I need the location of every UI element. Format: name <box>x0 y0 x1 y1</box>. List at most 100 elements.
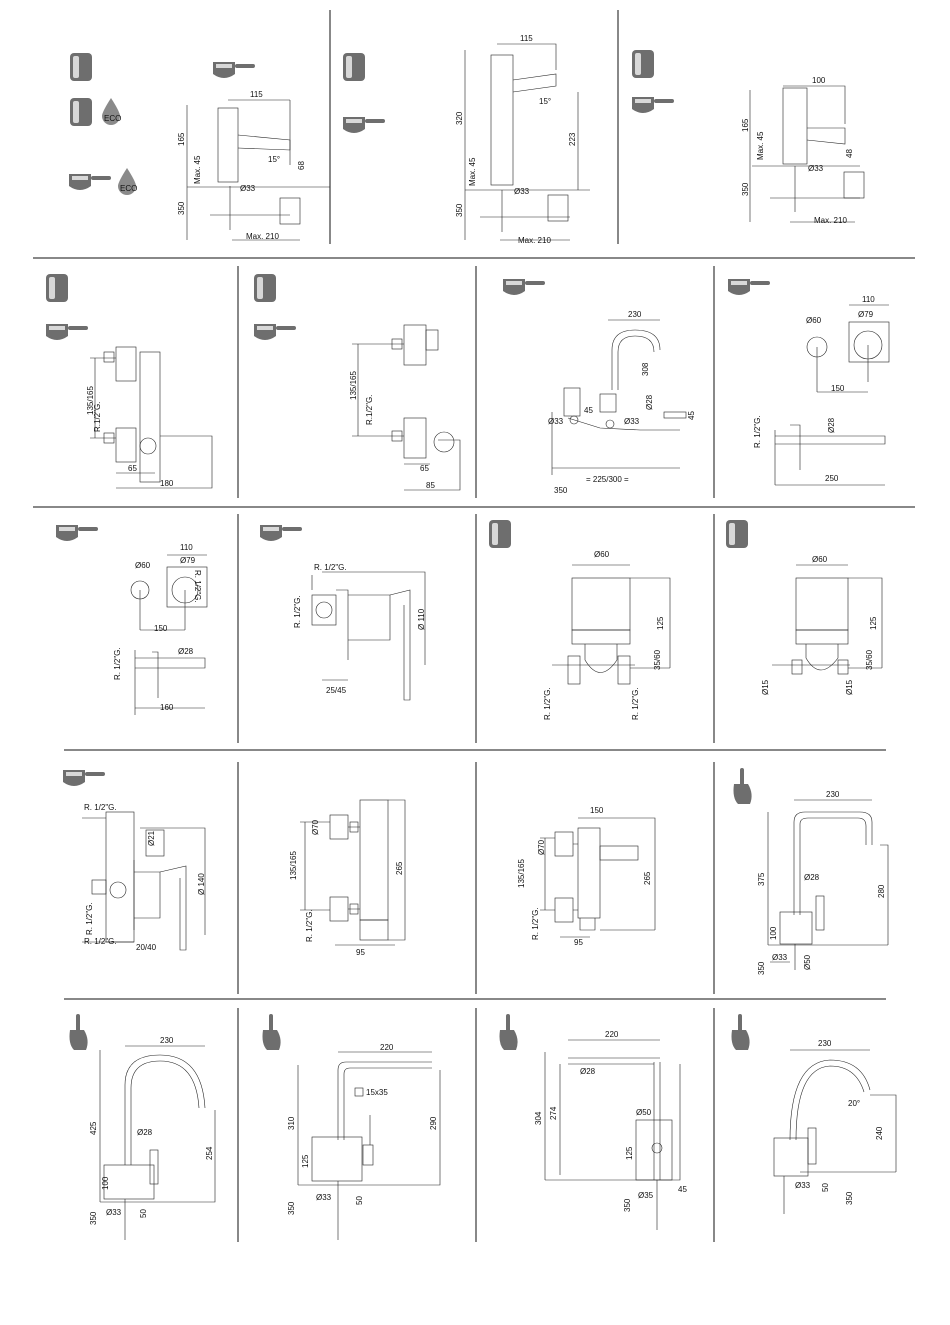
dimension-label: 100 <box>812 76 826 85</box>
dimension-label: 15° <box>268 155 280 164</box>
dimension-label: 115 <box>250 90 263 99</box>
panel-6: 230 308 Ø28 Ø33 45 Ø33 45 = 225/300 = 35… <box>503 279 696 495</box>
dimension-label: 350 <box>455 203 464 217</box>
lever-handle-icon <box>69 174 111 190</box>
dimension-label: 35/60 <box>653 649 662 670</box>
dimension-label: Max. 45 <box>756 131 765 160</box>
panel-3-labels: 100 165 Max. 45 48 Ø33 350 Max. 210 <box>741 76 854 225</box>
dimension-label: 350 <box>554 486 568 495</box>
dimension-label: R. 1/2"G. <box>631 687 640 720</box>
dimension-label: R.1/2"G. <box>365 395 374 425</box>
lever-handle-icon <box>632 97 674 113</box>
dimension-label: 308 <box>641 362 650 376</box>
dimension-label: 425 <box>89 1121 98 1135</box>
panel-19-labels: 230 20° 240 Ø33 50 350 <box>795 1039 884 1205</box>
eco-label: ECO <box>120 184 137 193</box>
eco-label: ECO <box>104 114 121 123</box>
panel-5-labels: 135/165 R.1/2"G. 65 85 <box>349 371 435 490</box>
lever-handle-icon <box>503 279 545 295</box>
dimension-label: R.1/2"G. <box>93 402 102 432</box>
dimension-label: 350 <box>89 1211 98 1225</box>
dimension-label: Max. 210 <box>246 232 279 241</box>
panel-17-labels: 220 15x35 310 290 125 350 Ø33 50 <box>287 1043 438 1215</box>
panel-18-labels: 220 Ø28 304 274 Ø50 125 350 Ø35 45 <box>534 1030 687 1212</box>
dimension-label: 15x35 <box>366 1088 388 1097</box>
dimension-label: Ø60 <box>135 561 151 570</box>
dimension-label: Ø21 <box>147 830 156 846</box>
dimension-label: 350 <box>757 961 766 975</box>
dimension-label: 135/165 <box>86 386 95 415</box>
dimension-label: 50 <box>355 1196 364 1205</box>
panel-10-labels: Ø60 125 35/60 R. 1/2"G. R. 1/2"G. <box>543 550 665 720</box>
cartridge-icon <box>632 50 654 78</box>
panel-14-labels: 150 Ø70 135/165 265 R. 1/2"G. 95 <box>517 806 652 947</box>
dimension-label: R. 1/2"G. <box>753 415 762 448</box>
dimension-label: 230 <box>160 1036 174 1045</box>
cartridge-icon <box>254 274 276 302</box>
dimension-label: 68 <box>297 161 306 170</box>
panel-14: 150 Ø70 135/165 265 R. 1/2"G. 95 <box>517 806 656 947</box>
dimension-label: 35/60 <box>865 649 874 670</box>
lever-handle-icon <box>728 279 770 295</box>
dimension-label: Ø33 <box>514 187 530 196</box>
dimension-label: Ø60 <box>806 316 822 325</box>
panel-5: 135/165 R.1/2"G. 65 85 <box>254 274 461 491</box>
dimension-label: 115 <box>520 34 533 43</box>
lever-handle-icon <box>254 324 296 340</box>
dimension-label: 45 <box>678 1185 687 1194</box>
dimension-label: 50 <box>139 1209 148 1218</box>
dimension-label: 220 <box>380 1043 394 1052</box>
dimension-label: 20° <box>848 1099 860 1108</box>
dimension-label: 350 <box>845 1191 854 1205</box>
dimension-label: 25/45 <box>326 686 347 695</box>
dimension-label: Max. 210 <box>814 216 847 225</box>
dimension-label: Ø33 <box>240 184 256 193</box>
dimension-label: Ø60 <box>812 555 828 564</box>
dimension-label: 135/165 <box>349 371 358 400</box>
dimension-label: Ø60 <box>594 550 610 559</box>
dimension-label: 110 <box>862 295 875 304</box>
dimension-label: 125 <box>656 616 665 630</box>
dimension-label: Ø33 <box>548 417 564 426</box>
dimension-label: Ø33 <box>316 1193 332 1202</box>
lever-handle-icon <box>260 525 302 541</box>
panel-10: Ø60 125 35/60 R. 1/2"G. R. 1/2"G. <box>489 520 671 720</box>
panel-11: Ø60 125 35/60 Ø15 Ø15 <box>726 520 883 695</box>
side-lever-icon <box>499 1014 518 1050</box>
dimension-label: Ø33 <box>808 164 824 173</box>
panel-17: 220 15x35 310 290 125 350 Ø33 50 <box>262 1014 441 1240</box>
panel-8-labels: 110 Ø79 Ø60 R. 1/2"G. 150 R. 1/2"G. Ø28 … <box>113 543 202 712</box>
dimension-label: Ø70 <box>311 819 320 835</box>
panel-4: 135/165 R.1/2"G. 65 180 <box>46 274 213 489</box>
side-lever-icon <box>733 768 752 804</box>
dimension-label: 320 <box>455 111 464 125</box>
dimension-label: Max. 45 <box>193 155 202 184</box>
dimension-label: 165 <box>177 132 186 146</box>
panel-2-labels: 115 320 15° 223 Max. 45 Ø33 350 Max. 210 <box>455 34 577 245</box>
dimension-label: 350 <box>741 182 750 196</box>
dimension-label: 350 <box>287 1201 296 1215</box>
panel-9: R. 1/2"G. R. 1/2"G. Ø 110 25/45 <box>260 525 426 701</box>
dimension-label: R. 1/2"G. <box>84 937 117 946</box>
side-lever-icon <box>262 1014 281 1050</box>
dimension-label: Ø15 <box>845 679 854 695</box>
dimension-label: R. 1/2"G. <box>293 595 302 628</box>
dimension-label: 160 <box>160 703 174 712</box>
dimension-label: R. 1/2"G. <box>314 563 347 572</box>
panel-16: 230 425 Ø28 254 100 350 Ø33 50 <box>69 1014 216 1240</box>
dimension-label: Max. 45 <box>468 157 477 186</box>
dimension-label: Ø28 <box>645 394 654 410</box>
dimension-label: R. 1/2"G. <box>85 902 94 935</box>
panel-13: Ø70 135/165 265 R. 1/2"G. 95 <box>289 799 406 957</box>
dimension-label: 135/165 <box>289 851 298 880</box>
dimension-label: Ø79 <box>180 556 196 565</box>
dimension-label: 65 <box>420 464 429 473</box>
dimension-label: 125 <box>301 1154 310 1168</box>
cartridge-icon <box>343 53 365 81</box>
dimension-label: R. 1/2"G. <box>305 909 314 942</box>
dimension-label: Ø28 <box>827 417 836 433</box>
dimension-label: 240 <box>875 1126 884 1140</box>
dimension-label: 100 <box>101 1176 110 1190</box>
dimension-label: Ø28 <box>178 647 194 656</box>
dimension-label: 15° <box>539 97 551 106</box>
